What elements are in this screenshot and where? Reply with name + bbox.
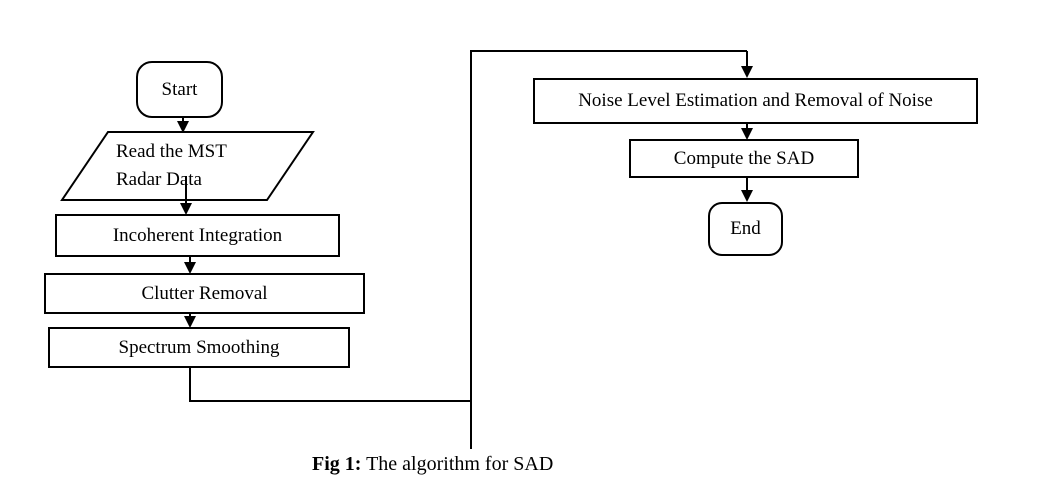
node-compute-sad: Compute the SAD (629, 139, 859, 178)
node-noise-label: Noise Level Estimation and Removal of No… (578, 90, 933, 111)
node-compute-label: Compute the SAD (673, 147, 815, 169)
arrowhead-clutter-to-spectrum (184, 316, 196, 328)
figure-caption-label: Fig 1: (312, 453, 362, 475)
node-end-label: End (730, 218, 761, 239)
read-parallelogram-shape (60, 131, 315, 201)
node-read-mst-radar-data: Read the MST Radar Data (62, 132, 313, 200)
node-clutter-label: Clutter Removal (141, 282, 268, 304)
node-read-label-line2: Radar Data (116, 169, 202, 190)
arrowhead-read-to-incoherent (180, 203, 192, 215)
arrowhead-drop-to-noise (741, 66, 753, 78)
node-read-label-line1: Read the MST (116, 141, 227, 162)
arrowhead-compute-to-end (741, 190, 753, 202)
arrowhead-incoherent-to-clutter (184, 262, 196, 274)
node-incoherent-label: Incoherent Integration (112, 224, 283, 246)
node-end: End (708, 202, 783, 256)
arrowhead-noise-to-compute (741, 128, 753, 140)
node-spectrum-label: Spectrum Smoothing (118, 336, 280, 358)
edge-spectrum-elbow (189, 368, 471, 402)
figure-caption-text: The algorithm for SAD (361, 453, 554, 475)
arrowhead-start-to-read (177, 121, 189, 133)
node-start: Start (136, 61, 223, 118)
node-spectrum-smoothing: Spectrum Smoothing (48, 327, 350, 368)
node-noise-level-estimation: Noise Level Estimation and Removal of No… (533, 78, 978, 124)
node-incoherent-integration: Incoherent Integration (55, 214, 340, 257)
figure-caption: Fig 1: The algorithm for SAD (312, 453, 553, 476)
node-start-label: Start (161, 78, 198, 100)
node-clutter-removal: Clutter Removal (44, 273, 365, 314)
